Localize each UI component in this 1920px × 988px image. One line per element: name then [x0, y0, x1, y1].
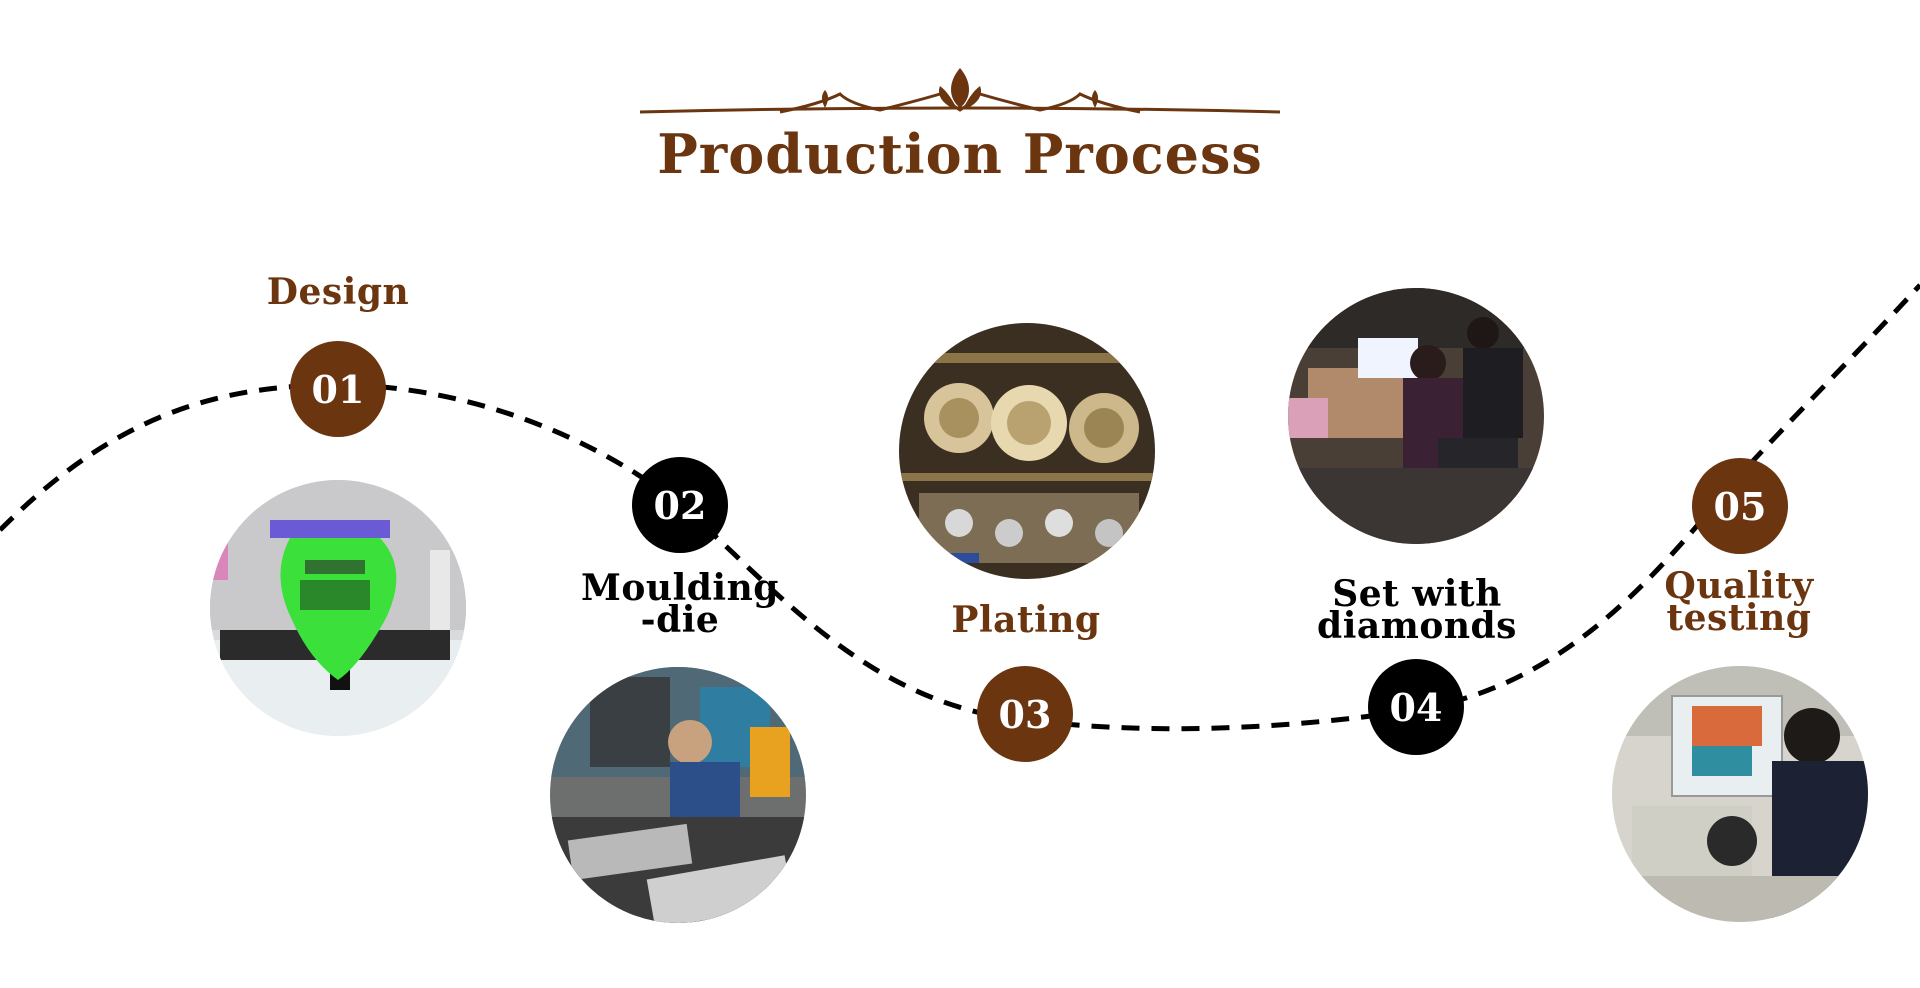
step-3-badge: 03 [977, 666, 1073, 762]
step-3-label-line1: Plating [951, 599, 1101, 641]
step-3-photo-plating [899, 323, 1155, 579]
page-title: Production Process [657, 122, 1263, 186]
step-5-photo-testing [1612, 666, 1868, 922]
step-1-photo-design [210, 480, 466, 736]
step-5-badge: 05 [1692, 458, 1788, 554]
step-4-photo-setting [1288, 288, 1544, 544]
step-1-label-line1: Design [266, 271, 410, 313]
step-4-badge: 04 [1368, 659, 1464, 755]
step-2-badge: 02 [632, 457, 728, 553]
step-1-badge: 01 [290, 341, 386, 437]
step-2-label-line1: Moulding [581, 567, 779, 609]
step-4-label: Set with diamonds [1297, 573, 1537, 647]
step-1-label: Design [218, 271, 458, 313]
step-5-label-line1: Quality [1664, 565, 1814, 607]
step-5-label-line2: testing [1666, 597, 1812, 639]
step-4-label-line1: Set with [1332, 573, 1502, 615]
step-5-label: Quality testing [1619, 565, 1859, 639]
step-2-photo-moulding [550, 667, 806, 923]
title-ornament-icon [640, 68, 1280, 114]
step-2-label: Moulding -die [560, 567, 800, 641]
step-3-label: Plating [906, 599, 1146, 641]
step-4-label-line2: diamonds [1317, 605, 1517, 647]
step-2-label-line2: -die [640, 599, 720, 641]
